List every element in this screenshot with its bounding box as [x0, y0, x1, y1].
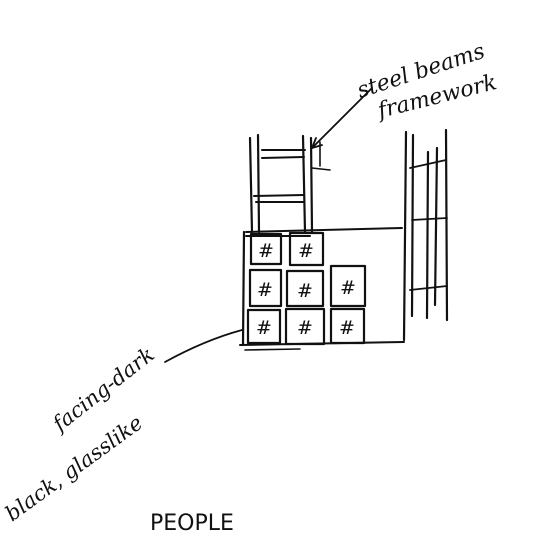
steel-framework-left	[250, 135, 330, 232]
svg-text:#: #	[297, 317, 313, 339]
svg-text:#: #	[256, 317, 272, 339]
svg-text:#: #	[257, 279, 273, 301]
steel-framework-right	[404, 130, 447, 340]
people-label: PEOPLE	[150, 511, 234, 536]
svg-text:#: #	[298, 240, 314, 262]
black-glasslike-label: black, glasslike	[1, 411, 147, 526]
panel-r3-c3: #	[331, 309, 364, 343]
panel-r3-c1: #	[248, 310, 280, 343]
panel-r2-c1: #	[250, 270, 281, 306]
facing-panel-grid: # # # # # # # #	[248, 233, 365, 344]
panel-r2-c2: #	[287, 271, 323, 306]
panel-r1-c2: #	[290, 233, 323, 265]
facing-dark-label: facing-dark	[47, 342, 159, 437]
svg-text:#: #	[297, 280, 313, 302]
svg-text:#: #	[340, 277, 356, 299]
panel-r1-c1: #	[251, 234, 281, 264]
panel-r3-c2: #	[286, 309, 324, 344]
panel-r2-c3: #	[331, 266, 365, 306]
svg-text:#: #	[339, 317, 355, 339]
svg-text:#: #	[258, 240, 274, 262]
facing-leader-line	[165, 330, 242, 362]
